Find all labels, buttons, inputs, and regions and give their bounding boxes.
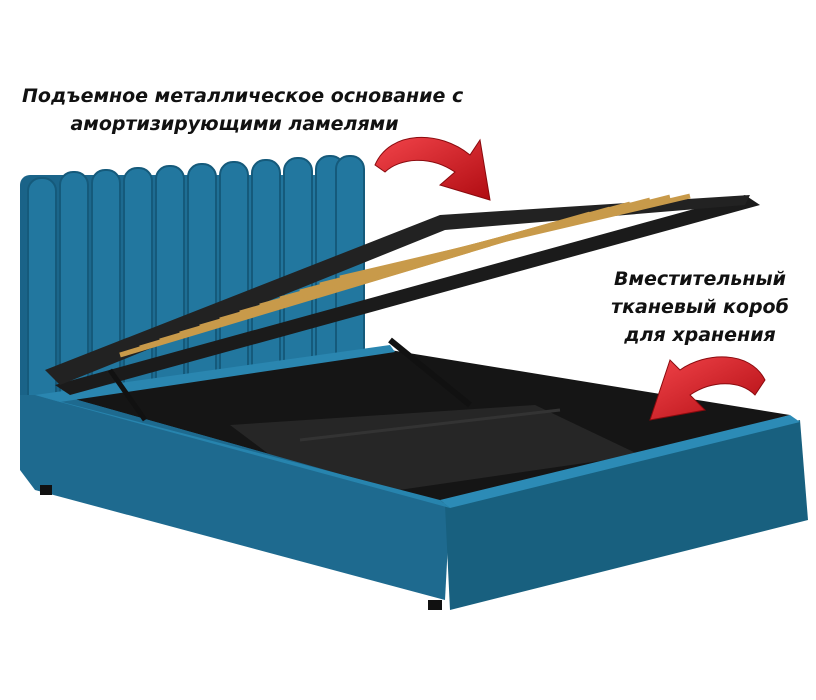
caption-line: тканевый короб <box>611 296 789 318</box>
caption-line: Подъемное металлическое основание с <box>22 85 464 107</box>
curved-arrow-icon <box>374 136 491 201</box>
lift-base-caption: Подъемное металлическое основание с амор… <box>22 82 464 138</box>
caption-line: Вместительный <box>614 268 786 290</box>
curved-arrow-icon <box>649 356 766 421</box>
storage-box-caption: Вместительный тканевый короб для хранени… <box>600 265 800 349</box>
caption-line: амортизирующими ламелями <box>70 113 399 135</box>
gas-strut <box>107 368 148 422</box>
gas-strut <box>388 337 472 408</box>
lift-base <box>45 193 760 422</box>
caption-line: для хранения <box>624 324 776 346</box>
slats <box>119 193 691 358</box>
